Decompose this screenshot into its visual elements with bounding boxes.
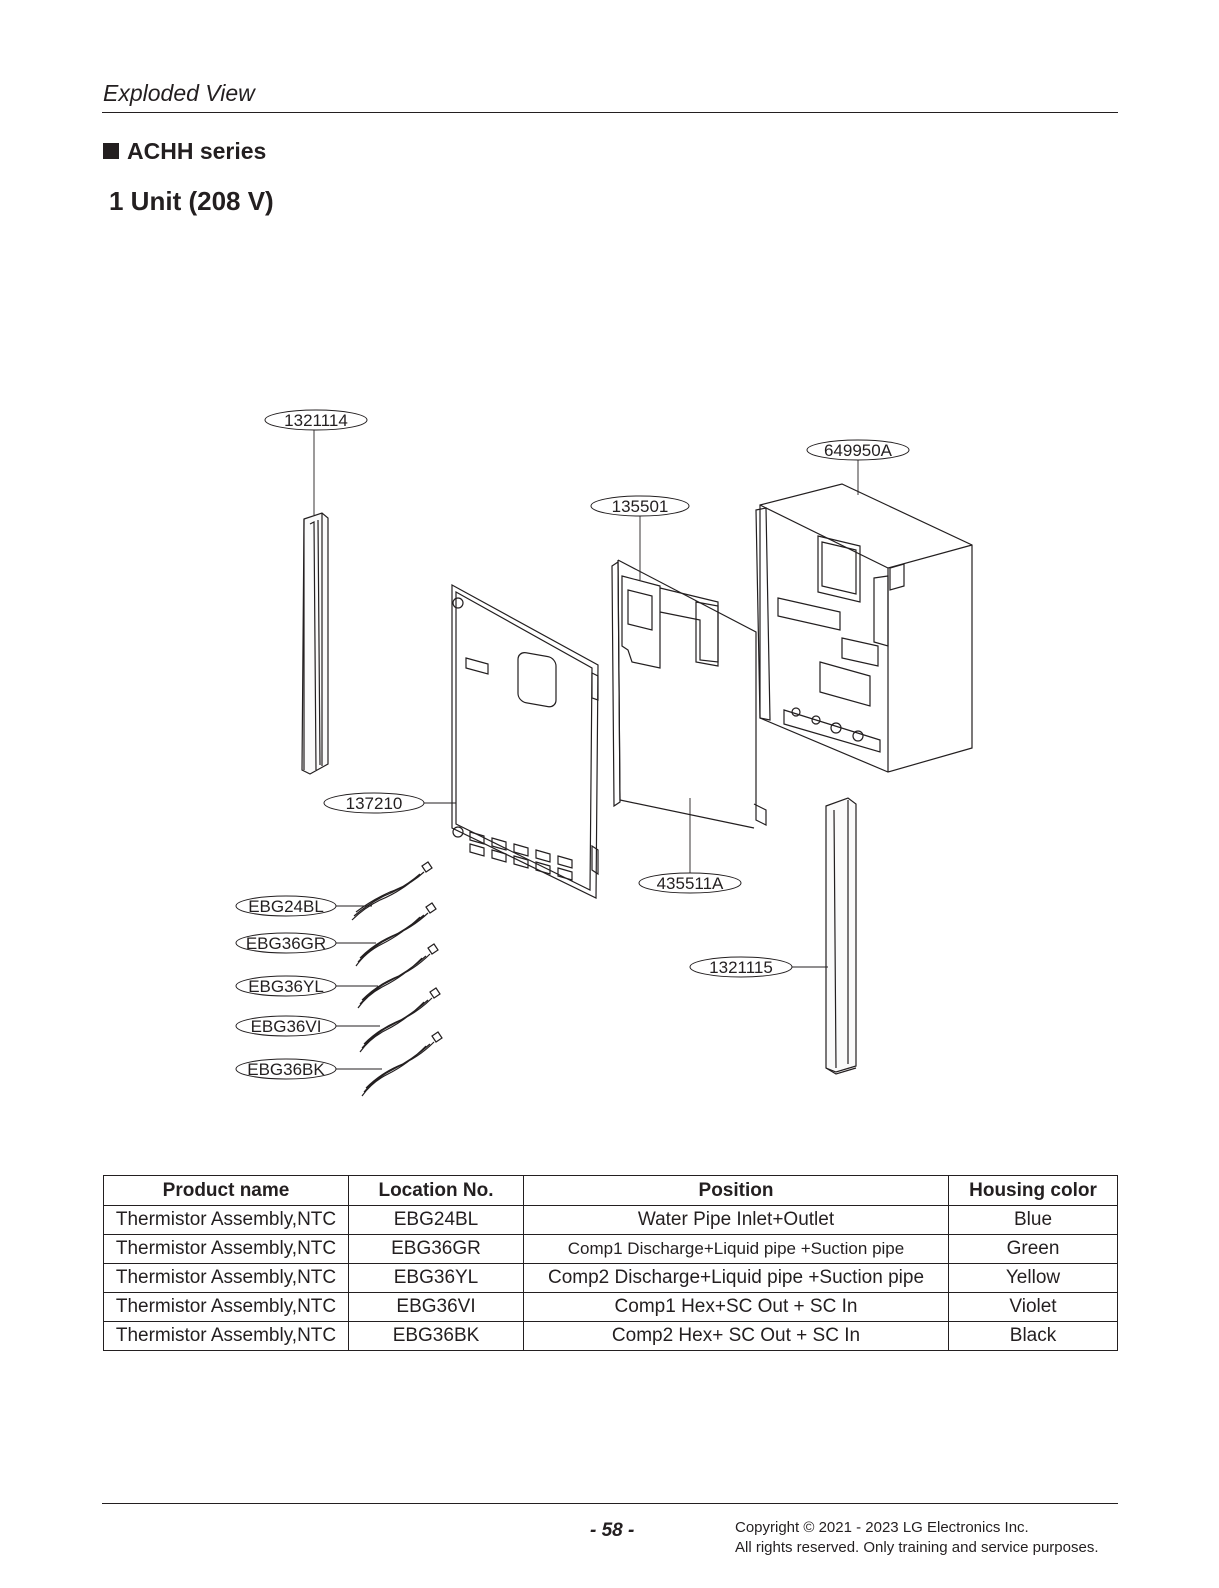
footer-rule [102,1503,1118,1504]
location-no-cell: EBG24BL [348,1205,524,1235]
position-cell: Comp1 Hex+SC Out + SC In [523,1292,949,1322]
callout-ellipse-ebg36yl [235,975,337,997]
position-cell: Comp2 Hex+ SC Out + SC In [523,1321,949,1351]
callout-1321115: 1321115 [709,958,773,977]
location-no-cell: EBG36VI [348,1292,524,1322]
front-door-panel [451,583,599,899]
callout-137210: 137210 [346,794,403,813]
column-header-position: Position [523,1175,949,1206]
table-row: Thermistor Assembly,NTC EBG24BL Water Pi… [103,1205,1118,1235]
location-no-cell: EBG36YL [348,1263,524,1293]
callout-ellipse-ebg36vi [235,1015,337,1037]
product-name-cell: Thermistor Assembly,NTC [103,1205,349,1235]
copyright-notice: Copyright © 2021 - 2023 LG Electronics I… [735,1518,1099,1558]
product-name-cell: Thermistor Assembly,NTC [103,1321,349,1351]
product-name-cell: Thermistor Assembly,NTC [103,1263,349,1293]
column-header-location-no: Location No. [348,1175,524,1206]
callout-ellipse-ebg24bl [235,895,337,917]
right-side-pillar [825,797,857,1075]
callout-1321114: 1321114 [284,411,348,430]
table-header-row: Product name Location No. Position Housi… [103,1175,1118,1206]
position-cell: Water Pipe Inlet+Outlet [523,1205,949,1235]
header-rule [102,112,1118,113]
left-side-pillar [301,512,329,775]
inner-control-panel [611,559,767,829]
callout-ellipse-1321114 [264,409,368,431]
callout-ellipse-435511a [638,872,742,894]
copyright-line-1: Copyright © 2021 - 2023 LG Electronics I… [735,1519,1029,1536]
page-number: - 58 - [590,1520,635,1541]
callout-649950a: 649950A [824,441,893,460]
housing-color-cell: Violet [948,1292,1118,1322]
column-header-housing-color: Housing color [948,1175,1118,1206]
callout-ellipse-649950a [806,439,910,461]
thermistor-assembly-ebg36vi [359,987,441,1053]
callout-ebg36bk: EBG36BK [247,1060,325,1079]
thermistor-assembly-ebg24bl [351,861,433,921]
thermistor-assembly-ebg36bk [361,1031,443,1097]
square-bullet-icon [103,143,119,159]
housing-color-cell: Yellow [948,1263,1118,1293]
exploded-view-diagram: 1321114 649950A 135501 137210 435511A 13… [235,409,973,1097]
copyright-line-2: All rights reserved. Only training and s… [735,1539,1099,1556]
thermistor-assembly-ebg36yl [357,943,439,1009]
parts-table: Product name Location No. Position Housi… [103,1175,1118,1351]
housing-color-cell: Blue [948,1205,1118,1235]
column-header-product-name: Product name [103,1175,349,1206]
callout-ebg36vi: EBG36VI [251,1017,322,1036]
callout-ellipse-ebg36bk [235,1058,337,1080]
housing-color-cell: Green [948,1234,1118,1264]
thermistor-assembly-ebg36gr [355,902,437,967]
position-cell: Comp2 Discharge+Liquid pipe +Suction pip… [523,1263,949,1293]
callout-ebg36gr: EBG36GR [246,934,326,953]
callout-ebg24bl: EBG24BL [248,897,324,916]
callout-135501: 135501 [612,497,669,516]
location-no-cell: EBG36GR [348,1234,524,1264]
callout-ellipse-ebg36gr [235,932,337,954]
table-row: Thermistor Assembly,NTC EBG36YL Comp2 Di… [103,1263,1118,1293]
housing-color-cell: Black [948,1321,1118,1351]
table-row: Thermistor Assembly,NTC EBG36GR Comp1 Di… [103,1234,1118,1264]
position-cell: Comp1 Discharge+Liquid pipe +Suction pip… [523,1234,949,1264]
unit-heading: 1 Unit (208 V) [109,186,274,216]
callout-ellipse-135501 [590,495,690,517]
callout-ebg36yl: EBG36YL [248,977,324,996]
main-cabinet [755,483,973,773]
product-name-cell: Thermistor Assembly,NTC [103,1234,349,1264]
callout-ellipse-1321115 [689,956,793,978]
callout-ellipse-137210 [323,792,425,814]
callout-435511a: 435511A [657,874,724,893]
table-row: Thermistor Assembly,NTC EBG36BK Comp2 He… [103,1321,1118,1351]
series-heading: ACHH series [103,138,266,165]
product-name-cell: Thermistor Assembly,NTC [103,1292,349,1322]
location-no-cell: EBG36BK [348,1321,524,1351]
table-row: Thermistor Assembly,NTC EBG36VI Comp1 He… [103,1292,1118,1322]
section-title: Exploded View [103,80,255,106]
series-title: ACHH series [127,138,267,164]
